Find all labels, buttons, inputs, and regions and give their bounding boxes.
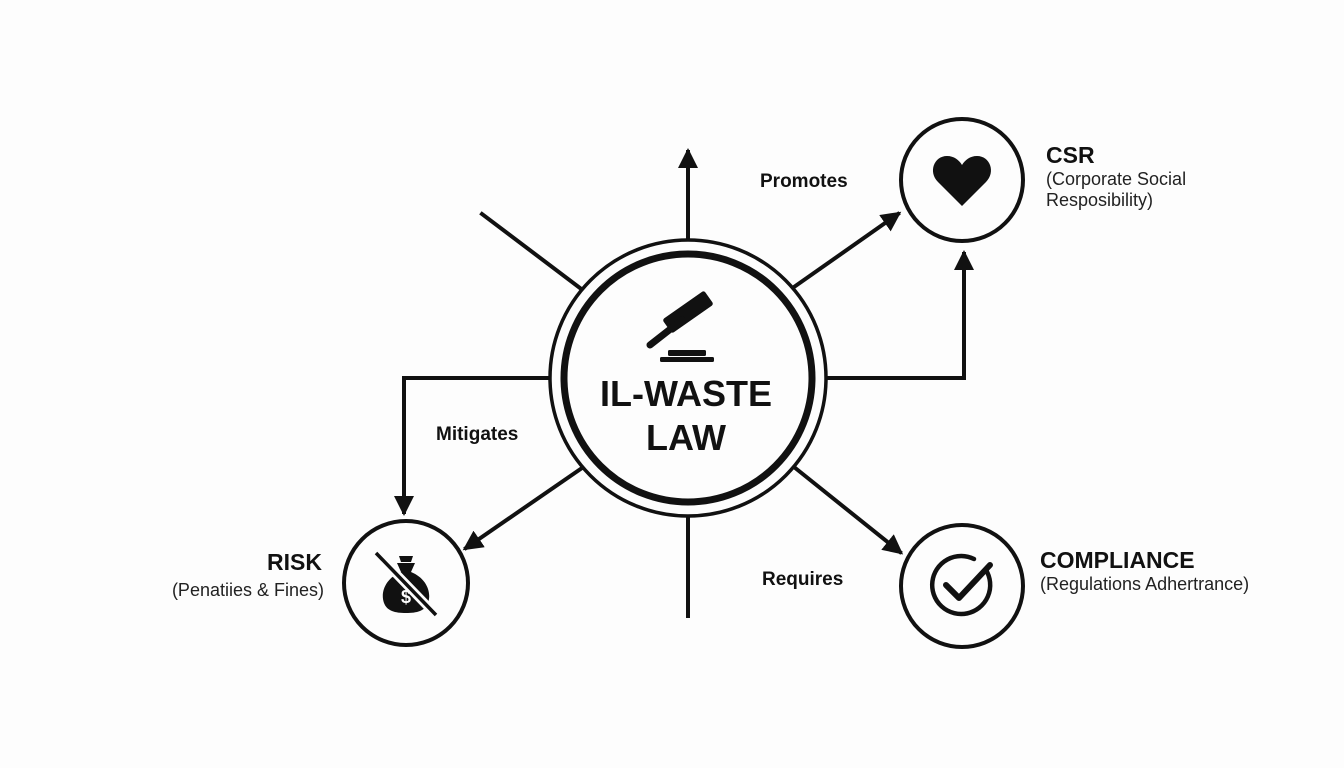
risk-subtitle: (Penatiies & Fines) [172, 580, 324, 600]
center-inner-ring [560, 250, 816, 506]
compliance-circle [899, 523, 1025, 649]
central-law-node: IL-WASTE LAW [548, 238, 828, 518]
center-title-line1: IL-WASTE [600, 373, 772, 414]
heart-icon [932, 156, 992, 206]
svg-text:$: $ [401, 587, 411, 607]
connectors [394, 148, 974, 618]
upper-left-connector [479, 211, 583, 291]
crossed-money-bag-icon: $ [372, 549, 440, 619]
mitigates-elbow-arrow [394, 376, 550, 516]
csr-subtitle-line1: (Corporate Social [1046, 169, 1186, 189]
requires-arrow [791, 464, 904, 555]
compliance-node: COMPLIANCE (Regulations Adhertrance) [899, 523, 1249, 649]
csr-subtitle-line2: Resposibility) [1046, 190, 1153, 210]
promotes-arrow [791, 211, 902, 290]
risk-title: RISK [267, 549, 322, 575]
mitigates-label: Mitigates [436, 424, 518, 445]
gavel-icon [646, 291, 714, 362]
compliance-subtitle: (Regulations Adhertrance) [1040, 574, 1249, 594]
risk-arrow [462, 465, 585, 551]
risk-node: $ RISK (Penatiies & Fines) [172, 519, 470, 647]
requires-label: Requires [762, 569, 843, 590]
csr-elbow-arrow [824, 250, 974, 380]
compliance-title: COMPLIANCE [1040, 547, 1195, 573]
checkmark-icon [929, 553, 993, 617]
csr-title: CSR [1046, 142, 1095, 168]
promotes-label: Promotes [760, 171, 848, 192]
center-title-line2: LAW [646, 417, 726, 458]
csr-node: CSR (Corporate Social Resposibility) [899, 117, 1186, 243]
